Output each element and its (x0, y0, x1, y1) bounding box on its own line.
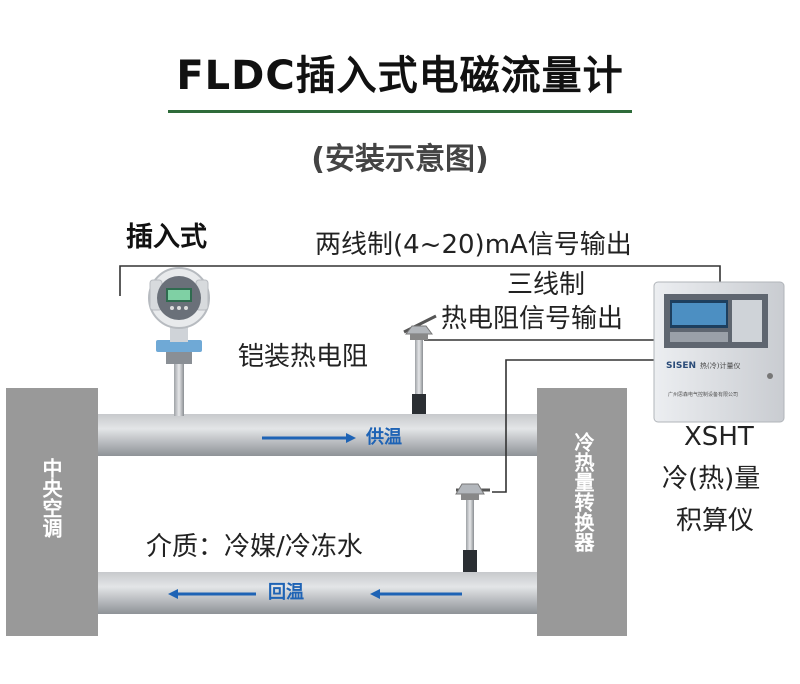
two-wire-output-label: 两线制(4~20)mA信号输出 (315, 230, 632, 260)
insertion-type-label: 插入式 (126, 222, 207, 253)
armored-rtd-label: 铠装热电阻 (238, 342, 369, 372)
return-arrow-left (168, 589, 256, 599)
page-subtitle: (安装示意图) (311, 142, 489, 177)
central-ac-block (6, 388, 98, 636)
medium-label: 介质：冷媒/冷冻水 (146, 532, 363, 562)
return-rtd-sensor (455, 483, 490, 572)
three-wire-label: 三线制 (507, 270, 586, 300)
converter-block (537, 388, 627, 636)
title-underline (168, 110, 632, 113)
supply-arrow (262, 433, 356, 443)
rtd-output-label: 热电阻信号输出 (441, 304, 624, 334)
calculator-model-label: XSHT (684, 422, 754, 452)
cabinet-brand: SISEN (666, 361, 696, 371)
flowmeter (148, 267, 210, 416)
converter-label: 冷热量转换器 (571, 432, 595, 552)
supply-rtd-sensor (403, 314, 437, 414)
return-arrow-right (370, 589, 462, 599)
supply-label: 供温 (366, 427, 402, 448)
calculator-line2-label: 冷(热)量 (662, 464, 761, 494)
central-ac-label: 中央空调 (39, 458, 63, 538)
two-wire-cable (119, 265, 721, 296)
calculator-line3-label: 积算仪 (676, 506, 755, 536)
supply-pipe (95, 414, 545, 456)
cabinet-footer: 广州思森电气控制设备有限公司 (668, 391, 738, 398)
return-pipe (95, 572, 545, 614)
return-label: 回温 (268, 582, 304, 603)
page-title: FLDC插入式电磁流量计 (176, 53, 624, 99)
cabinet-panel-text: 热(冷)计量仪 (700, 361, 740, 370)
heat-calculator-cabinet (653, 281, 785, 423)
